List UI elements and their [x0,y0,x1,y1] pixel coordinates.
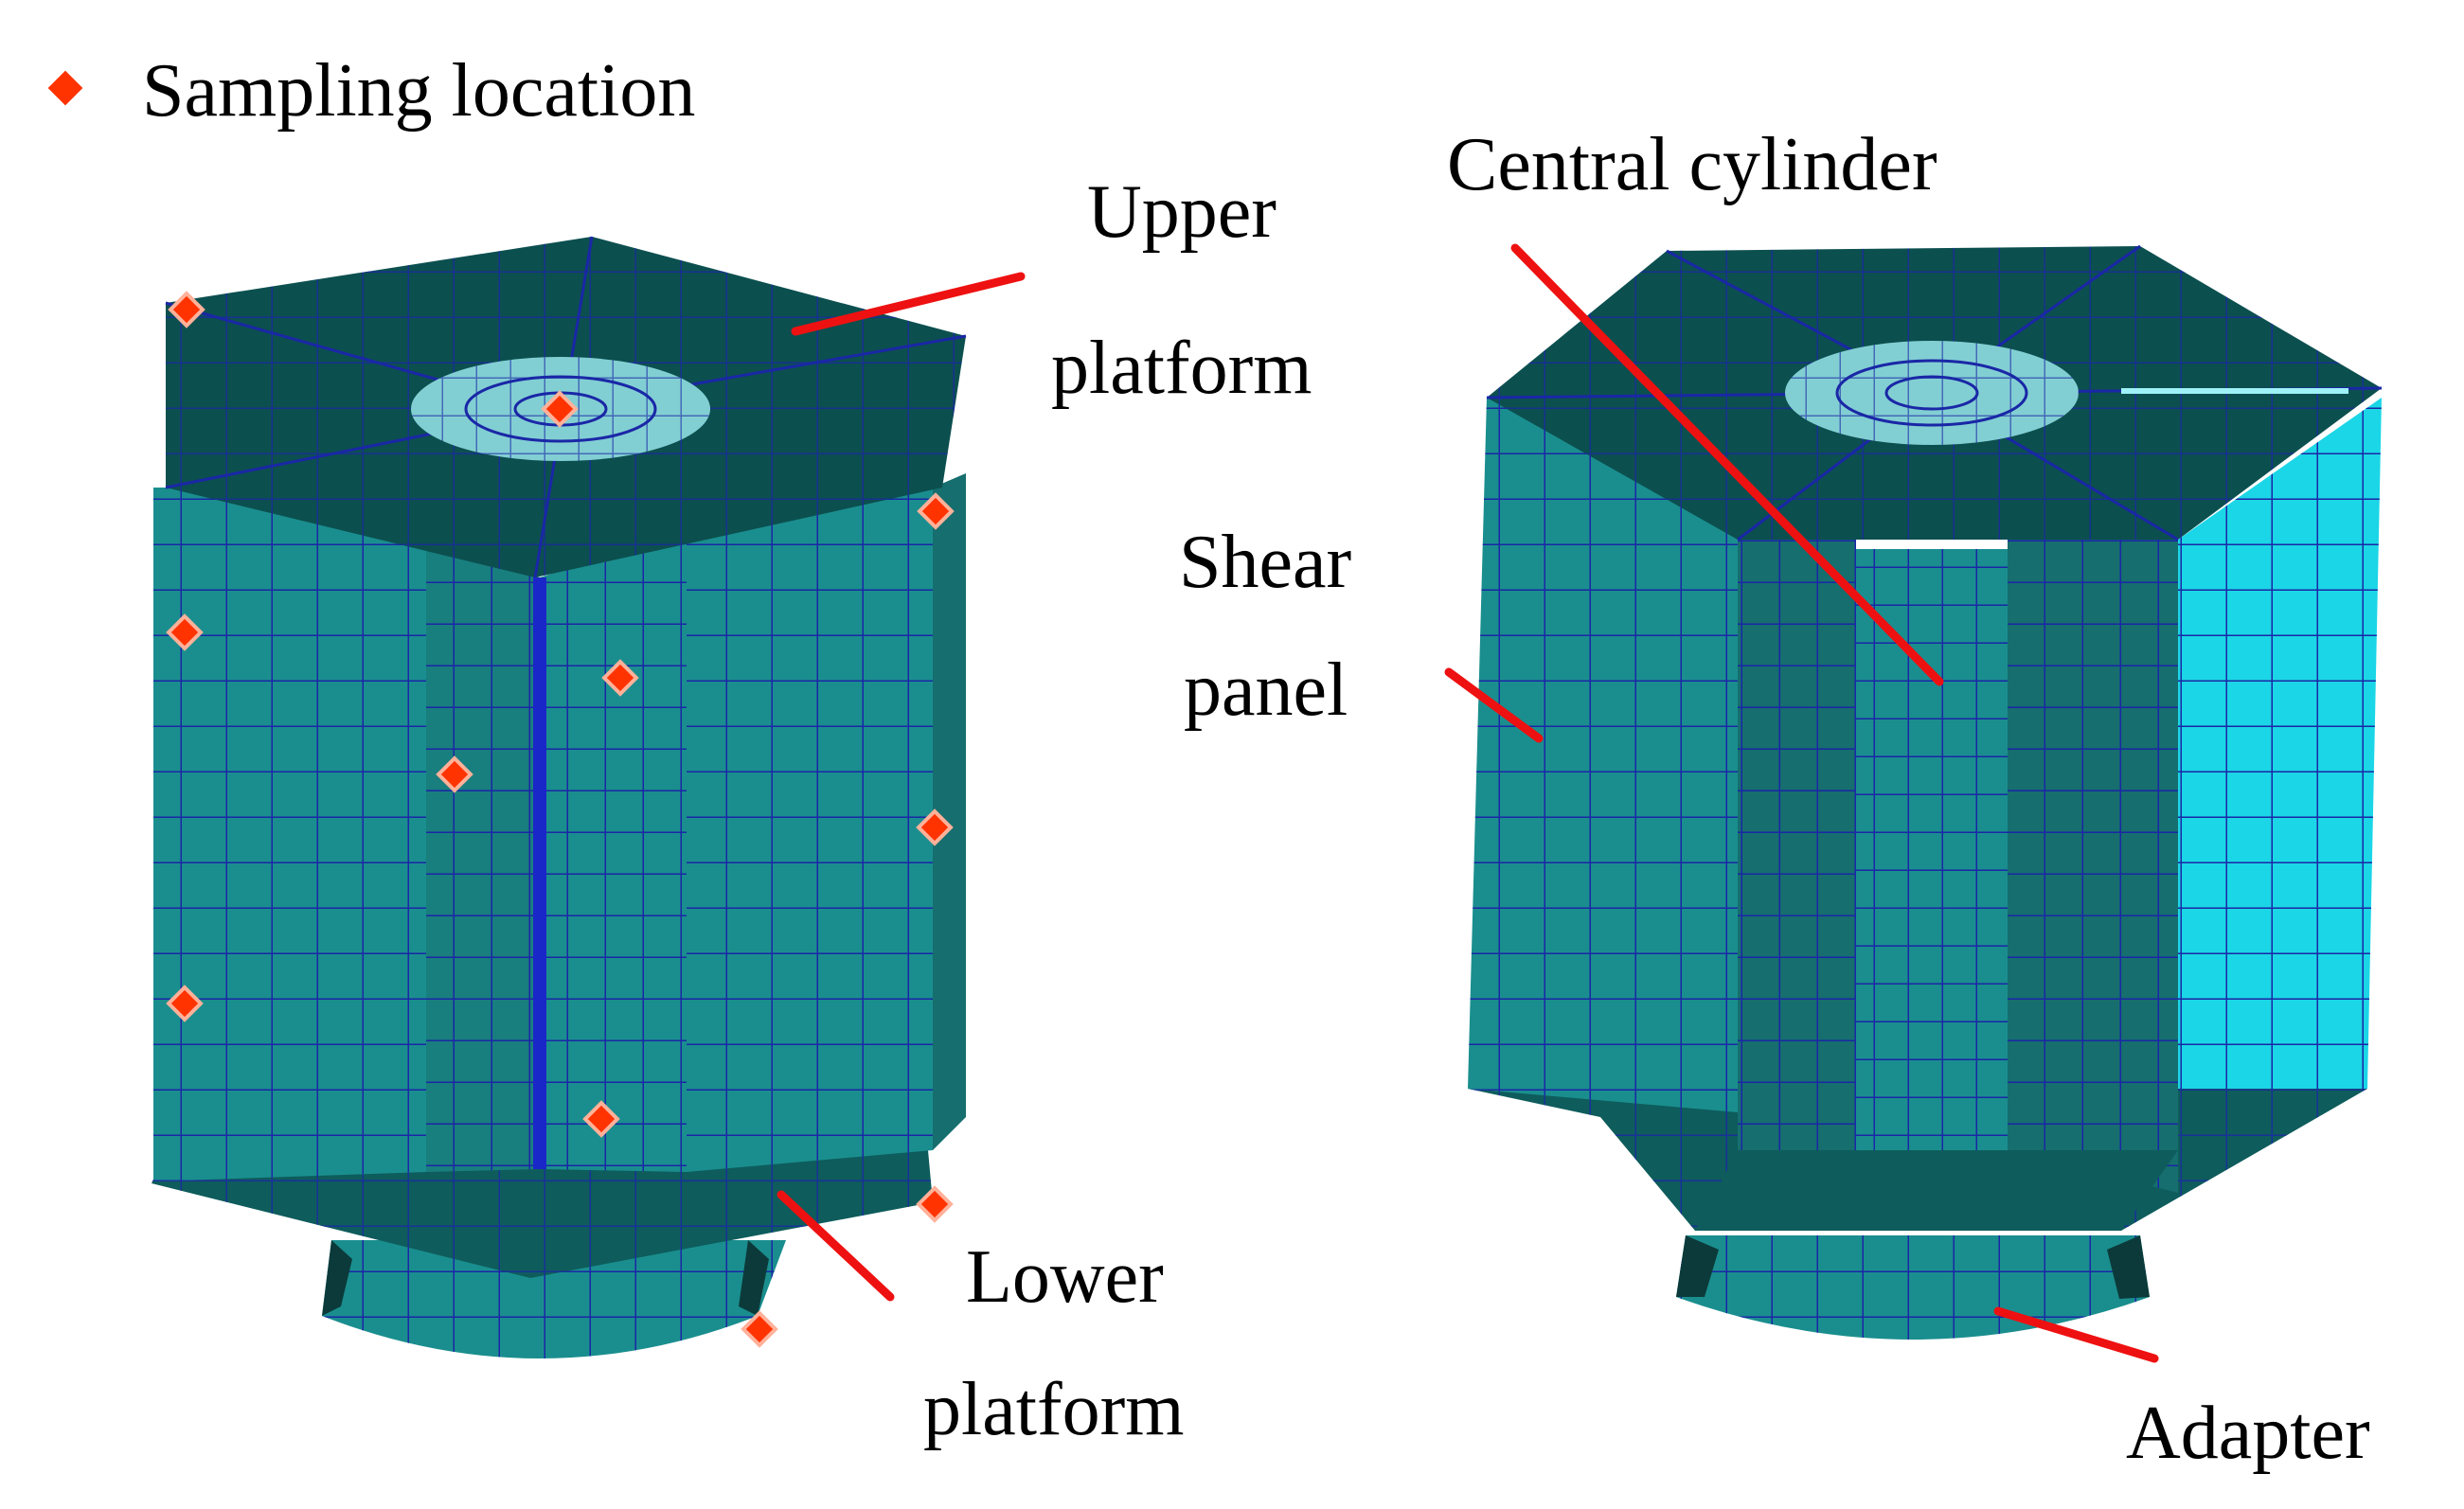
right-upper-platform [1486,244,2383,541]
leader-upper-platform [791,272,1026,336]
leader-lines [777,243,2159,1363]
sampling-marker [582,1100,620,1138]
sampling-marker [601,659,639,697]
label-shear-panel-line1: Shear [1179,521,1351,604]
right-shear-panel-left [1468,398,1738,1112]
sampling-marker [166,613,204,651]
right-model [1468,244,2383,1340]
leader-adapter [1993,1306,2159,1363]
label-upper-platform-line2: platform [1051,327,1312,410]
label-lower-platform-line2: platform [923,1368,1184,1451]
sampling-marker [166,985,204,1022]
right-inner-corridor [1695,540,2178,1231]
label-lower-platform-line1: Lower [966,1235,1164,1319]
labels: Upper platform Central cylinder Shear pa… [923,123,2370,1475]
sampling-marker [168,291,205,328]
label-shear-panel-line2: panel [1184,648,1348,732]
right-shear-panel-right [2178,398,2382,1089]
left-model [152,236,967,1358]
leader-lower-platform [777,1190,895,1302]
leader-shear-panel [1444,667,1544,743]
legend: Sampling location [47,49,695,133]
label-central-cylinder: Central cylinder [1447,123,1937,206]
right-central-cylinder [1856,549,2008,1150]
sampling-markers [166,291,955,1348]
left-side-panels [153,473,966,1181]
legend-label: Sampling location [142,49,695,133]
right-adapter [1676,1235,2150,1340]
left-adapter [322,1240,786,1358]
sampling-marker [541,390,579,428]
sampling-marker [436,755,473,793]
leader-central-cylinder [1510,243,1944,686]
label-upper-platform-line1: Upper [1087,170,1277,254]
legend-diamond-icon [47,70,83,106]
sampling-marker [917,492,955,530]
sampling-marker [741,1310,778,1348]
sampling-marker [916,1185,954,1223]
label-adapter: Adapter [2126,1392,2370,1475]
sampling-marker [916,808,954,846]
